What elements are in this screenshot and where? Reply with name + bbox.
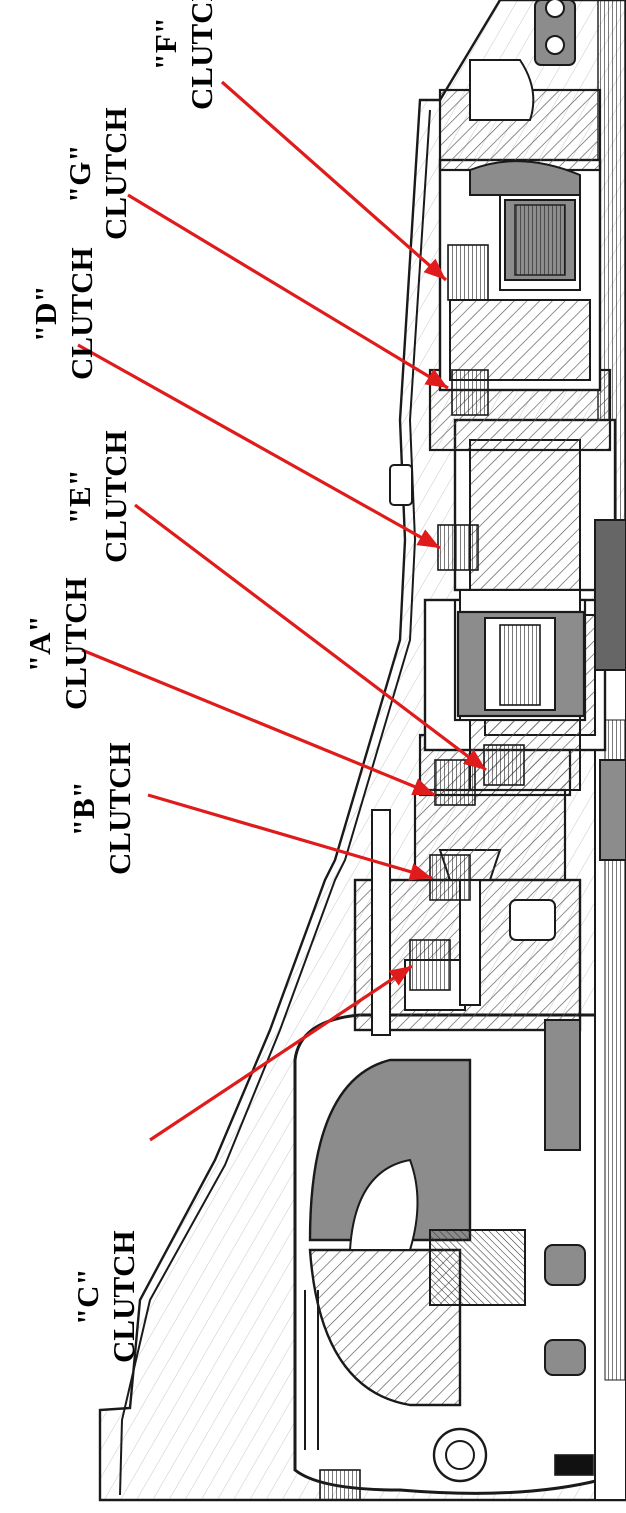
arrow-e-clutch-head: [463, 749, 486, 770]
arrow-d-clutch-head: [416, 529, 440, 548]
label-d-clutch: "D"CLUTCH: [28, 247, 99, 380]
front-pump-housing: [353, 809, 582, 1151]
callout-arrows: [77, 80, 487, 1142]
arrow-a-clutch-head: [411, 778, 435, 795]
clutch-pack-c: [409, 939, 451, 991]
clutch-pack-f: [447, 244, 489, 301]
input-shaft: [594, 0, 626, 1501]
arrow-e-clutch: [134, 503, 487, 772]
label-a-clutch: "A"CLUTCH: [22, 577, 93, 710]
clutch-plate-packs: [409, 244, 525, 991]
arrow-f-clutch: [220, 80, 448, 282]
arrow-b-clutch: [147, 793, 433, 880]
case-boss: [389, 464, 413, 506]
arrow-d-clutch: [77, 343, 441, 550]
label-g-clutch: "G"CLUTCH: [62, 107, 133, 240]
clutch-pack-d: [437, 524, 479, 571]
arrow-g-clutch-head: [424, 368, 448, 388]
rear-output-fittings: [469, 0, 576, 121]
arrow-c-clutch-head: [388, 966, 412, 986]
clutch-pack-g: [451, 369, 489, 416]
label-e-clutch: "E"CLUTCH: [62, 430, 133, 563]
arrow-f-clutch-head: [423, 258, 446, 280]
arrow-g-clutch: [127, 193, 449, 390]
torque-converter: [293, 1013, 602, 1501]
clutch-pack-b: [429, 854, 471, 901]
arrow-b-clutch-head: [408, 863, 432, 881]
label-f-clutch: "F"CLUTCH: [148, 0, 219, 110]
arrow-a-clutch: [81, 648, 436, 797]
clutch-pack-e: [483, 744, 525, 786]
planetary-gear-sets: [456, 199, 626, 861]
label-b-clutch: "B"CLUTCH: [66, 742, 137, 875]
pump-bolt: [371, 809, 391, 1036]
clutch-pack-a: [434, 759, 476, 806]
arrow-c-clutch: [149, 964, 413, 1142]
label-c-clutch: "C"CLUTCH: [70, 1230, 141, 1363]
